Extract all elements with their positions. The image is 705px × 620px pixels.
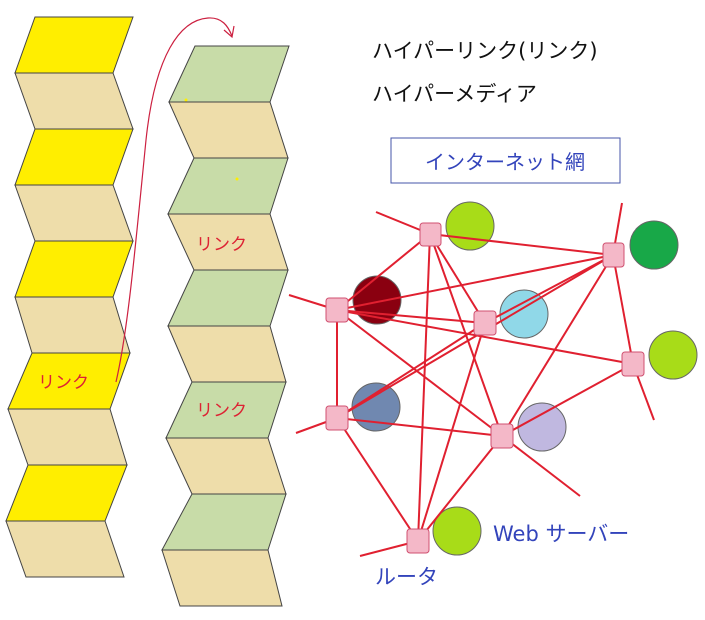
link-stub-6 — [501, 435, 581, 497]
right-page-10 — [161, 549, 283, 607]
routers — [325, 222, 645, 554]
router-top-right — [602, 242, 625, 268]
left-page-1 — [14, 16, 134, 74]
right-page-5 — [167, 269, 289, 327]
speck-2 — [235, 177, 239, 181]
link-f — [336, 254, 614, 311]
link-o — [612, 254, 634, 365]
speck-1 — [184, 98, 188, 102]
left-page-4 — [14, 184, 134, 242]
left-page-2 — [14, 72, 134, 130]
right-page-9 — [161, 493, 287, 551]
right-page-6 — [167, 325, 287, 383]
left-page-5 — [14, 240, 134, 298]
left-page-strip — [5, 16, 134, 578]
link-t — [417, 435, 503, 542]
server-slate — [351, 382, 401, 432]
link-i — [336, 309, 634, 365]
hyperlink-arrow — [115, 17, 233, 383]
link-j — [336, 309, 503, 437]
link-q — [501, 363, 634, 437]
link-a — [429, 233, 614, 256]
server-lime-bottom — [432, 506, 482, 556]
router-left — [325, 297, 349, 323]
left-page-8 — [7, 408, 128, 466]
server-lime-right — [648, 330, 698, 380]
server-lime-top — [445, 201, 495, 251]
right-page-1 — [168, 45, 290, 103]
right-link-label-1: リンク — [196, 235, 247, 255]
link-b — [336, 233, 431, 311]
server-green — [629, 220, 679, 270]
right-page-8 — [165, 437, 287, 495]
link-d — [417, 233, 431, 542]
link-c — [429, 233, 486, 324]
right-page-2 — [168, 101, 289, 159]
left-page-3 — [14, 128, 134, 186]
hyperlink-arrowhead — [223, 25, 235, 39]
left-page-10 — [5, 520, 125, 578]
router-lower-center — [490, 423, 514, 449]
link-k — [484, 254, 614, 324]
router-center — [473, 310, 497, 336]
network-title: インターネット網 — [425, 150, 585, 174]
left-page-6 — [14, 296, 131, 354]
link-g — [336, 309, 486, 324]
web-servers — [351, 201, 698, 556]
router-label: ルータ — [375, 565, 438, 589]
link-l — [336, 322, 486, 419]
left-link-label: リンク — [38, 373, 89, 393]
right-link-label-2: リンク — [196, 401, 247, 421]
link-m — [417, 322, 486, 542]
network-links — [288, 202, 655, 557]
right-page-strip — [161, 45, 290, 607]
web-server-label: Web サーバー — [493, 522, 629, 546]
router-right — [621, 351, 645, 377]
hyperlink-heading: ハイパーリンク(リンク) — [372, 39, 598, 63]
router-lower-left — [325, 405, 349, 431]
right-page-3 — [167, 157, 289, 215]
network-title-box — [390, 137, 621, 184]
left-page-9 — [5, 464, 128, 522]
link-s — [336, 417, 503, 437]
link-p — [501, 254, 614, 437]
hypermedia-heading: ハイパーメディア — [372, 82, 537, 106]
link-r — [336, 417, 419, 542]
router-top — [419, 222, 442, 247]
router-bottom — [406, 528, 430, 554]
link-n — [336, 254, 614, 419]
server-lavender — [517, 402, 567, 452]
